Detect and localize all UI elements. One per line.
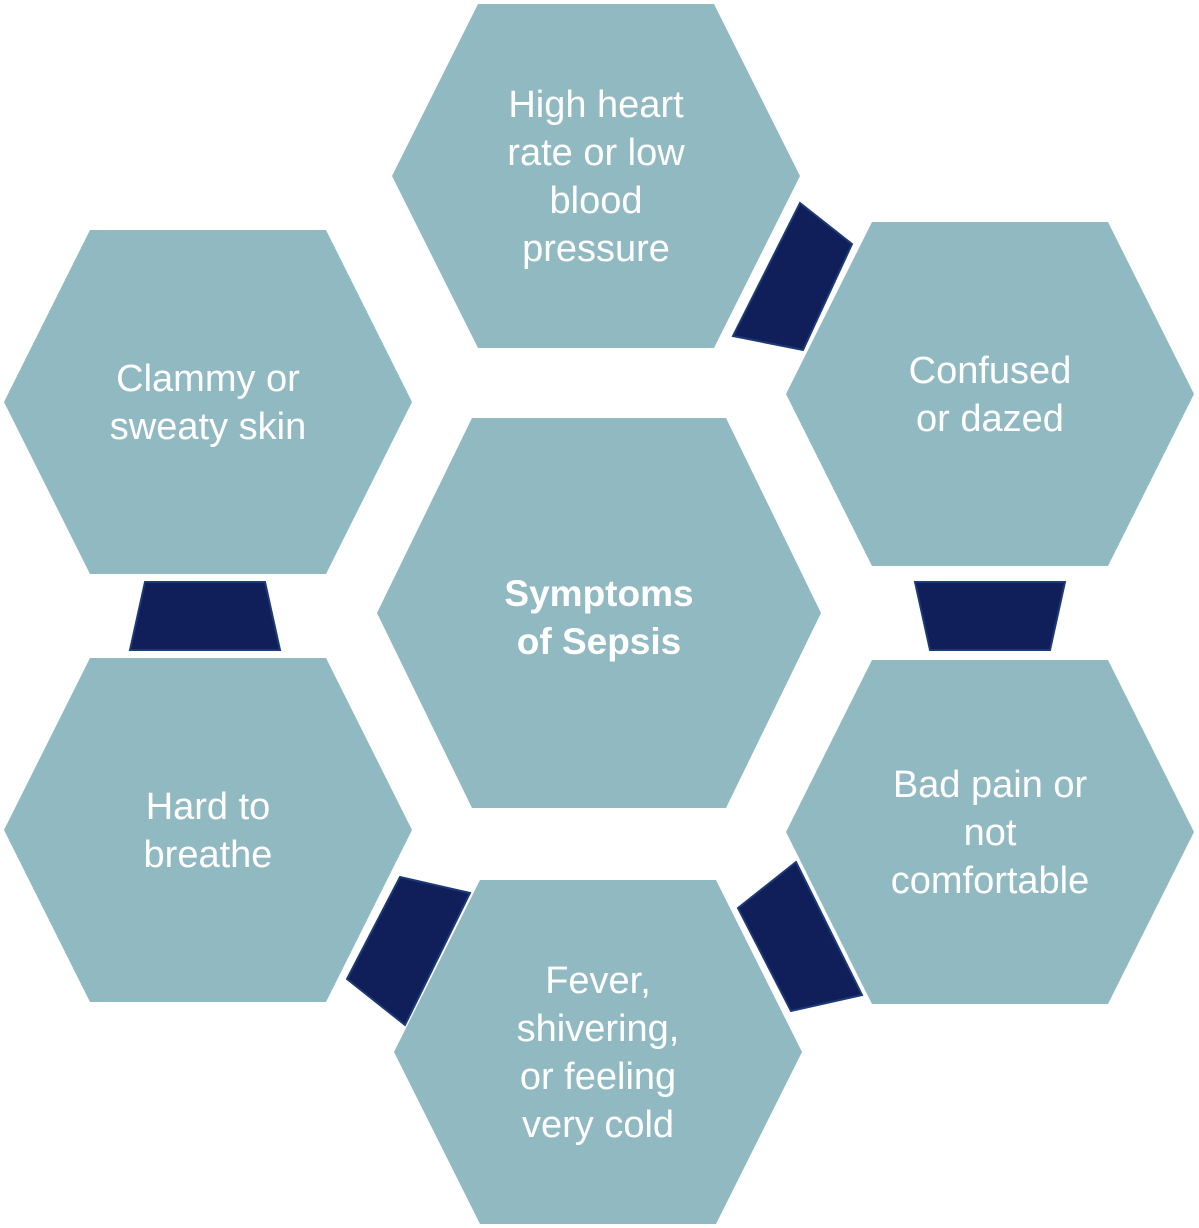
symptom-hexagon-confused xyxy=(786,222,1194,566)
symptom-label-line: breathe xyxy=(144,834,273,876)
symptom-label-line: sweaty skin xyxy=(110,406,306,448)
center-title: Symptoms of Sepsis xyxy=(504,573,693,662)
symptom-label-line: or feeling xyxy=(520,1056,676,1098)
symptom-label-line: or dazed xyxy=(916,398,1064,440)
symptom-label-heart: High heart rate or low blood pressure xyxy=(507,84,685,270)
symptom-hexagon-heart xyxy=(392,4,800,348)
symptom-label-line: blood xyxy=(550,180,643,222)
center-hexagon xyxy=(377,418,821,808)
connector-confused-pain xyxy=(913,581,1067,651)
connector-breathe-clammy xyxy=(128,581,282,651)
symptom-hexagon-breathe xyxy=(4,658,412,1002)
symptom-label-line: very cold xyxy=(522,1104,674,1146)
center-title-line: of Sepsis xyxy=(517,621,682,662)
symptom-label-line: High heart xyxy=(508,84,684,126)
symptom-hexagon-fever xyxy=(394,880,802,1224)
symptom-hexagon-pain xyxy=(786,660,1194,1004)
center-title-line: Symptoms xyxy=(504,573,693,614)
connector-pain-fever xyxy=(736,860,864,1013)
symptom-label-confused: Confused or dazed xyxy=(909,350,1072,440)
symptom-label-line: comfortable xyxy=(891,860,1090,902)
symptom-label-line: Confused xyxy=(909,350,1072,392)
symptom-label-line: shivering, xyxy=(517,1008,680,1050)
symptom-label-line: Fever, xyxy=(545,960,651,1002)
symptom-label-line: not xyxy=(964,812,1017,854)
symptom-label-line: Hard to xyxy=(146,786,271,828)
symptom-label-line: Clammy or xyxy=(116,358,300,400)
symptom-label-breathe: Hard to breathe xyxy=(144,786,273,876)
symptom-label-clammy: Clammy or sweaty skin xyxy=(110,358,306,448)
connector-fever-breathe xyxy=(345,875,472,1027)
symptom-label-fever: Fever, shivering, or feeling very cold xyxy=(517,960,680,1146)
symptom-hexagon-clammy xyxy=(4,230,412,574)
symptom-label-line: rate or low xyxy=(507,132,685,174)
symptom-label-line: pressure xyxy=(522,228,670,270)
connector-heart-confused xyxy=(731,201,854,352)
symptom-label-line: Bad pain or xyxy=(893,764,1088,806)
symptom-label-pain: Bad pain or not comfortable xyxy=(891,764,1090,902)
